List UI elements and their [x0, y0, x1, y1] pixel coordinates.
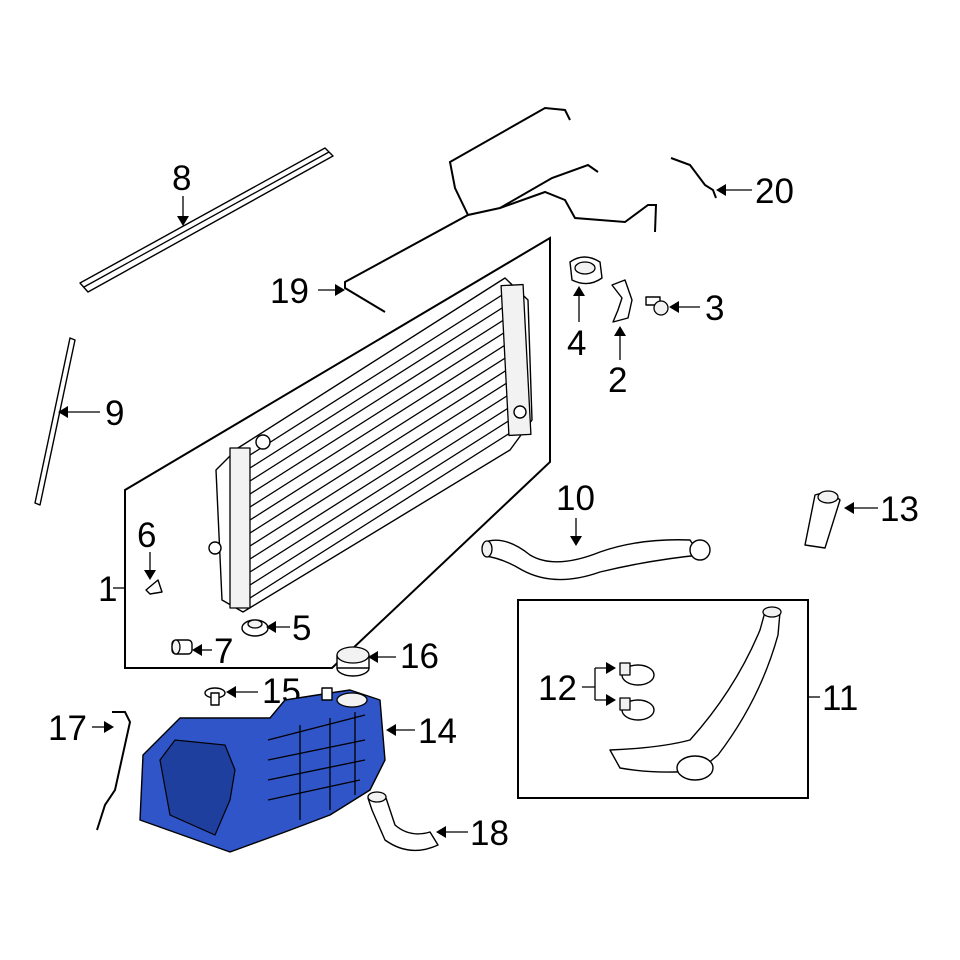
part-4-insulator[interactable] — [569, 256, 603, 285]
callout-1[interactable]: 1 — [98, 570, 117, 609]
arrow-15 — [226, 686, 236, 698]
callout-6[interactable]: 6 — [137, 516, 156, 555]
arrow-12b — [606, 694, 616, 706]
part-20-bracket[interactable] — [670, 157, 717, 199]
callout-2[interactable]: 2 — [608, 361, 627, 400]
callout-14[interactable]: 14 — [418, 712, 457, 751]
callout-3[interactable]: 3 — [705, 289, 724, 328]
part-18-hose[interactable] — [367, 791, 439, 852]
arrow-2 — [614, 326, 626, 336]
callout-16[interactable]: 16 — [400, 637, 439, 676]
arrow-12a — [606, 662, 616, 674]
arrow-4 — [573, 286, 585, 296]
arrow-7 — [192, 644, 202, 656]
part-9-side-seal[interactable] — [34, 337, 76, 506]
part-7-plug[interactable] — [171, 639, 193, 655]
arrow-14 — [386, 724, 396, 736]
part-3-bolt[interactable] — [645, 296, 669, 316]
leader-12 — [582, 667, 610, 701]
part-12-clamp-upper[interactable] — [619, 662, 655, 686]
arrow-20 — [716, 184, 726, 196]
arrow-10 — [570, 536, 582, 546]
arrow-3 — [669, 301, 679, 313]
arrow-18 — [436, 826, 446, 838]
hose-group-outline — [517, 599, 809, 799]
part-12-clamp-lower[interactable] — [619, 697, 655, 721]
callout-20[interactable]: 20 — [755, 172, 794, 211]
callout-13[interactable]: 13 — [880, 490, 919, 529]
callout-11[interactable]: 11 — [822, 679, 858, 718]
arrow-19 — [335, 284, 345, 296]
part-6-clip[interactable] — [145, 579, 163, 595]
part-5-grommet[interactable] — [241, 619, 269, 637]
callout-10[interactable]: 10 — [556, 479, 595, 518]
part-2-bracket[interactable] — [611, 279, 633, 323]
arrow-17 — [104, 721, 114, 733]
radiator-fins — [249, 289, 511, 599]
arrow-8 — [177, 216, 189, 226]
callout-17[interactable]: 17 — [48, 709, 87, 748]
part-19-tube[interactable] — [344, 106, 658, 313]
arrow-16 — [368, 651, 378, 663]
radiator-group-outline — [124, 236, 551, 669]
part-1-radiator[interactable] — [208, 277, 533, 613]
callout-8[interactable]: 8 — [172, 159, 191, 198]
arrow-5 — [266, 621, 276, 633]
callout-9[interactable]: 9 — [105, 394, 124, 433]
callout-4[interactable]: 4 — [567, 324, 586, 363]
callout-12[interactable]: 12 — [538, 669, 577, 708]
part-10-hose[interactable] — [481, 539, 711, 581]
part-17-overflow-tube[interactable] — [96, 711, 132, 831]
part-8-seal-strip[interactable] — [79, 147, 334, 293]
callout-18[interactable]: 18 — [470, 814, 509, 853]
arrow-9 — [58, 406, 68, 418]
callout-5[interactable]: 5 — [292, 609, 311, 648]
callout-19[interactable]: 19 — [270, 272, 309, 311]
part-16-cap[interactable] — [336, 646, 370, 677]
arrow-6 — [144, 570, 156, 580]
callout-7[interactable]: 7 — [214, 632, 233, 671]
part-13-outlet[interactable] — [804, 490, 841, 549]
part-14-coolant-reservoir[interactable] — [139, 687, 386, 853]
part-11-lower-hose[interactable] — [609, 606, 782, 781]
arrow-13 — [844, 502, 854, 514]
part-15-fastener[interactable] — [204, 687, 226, 706]
